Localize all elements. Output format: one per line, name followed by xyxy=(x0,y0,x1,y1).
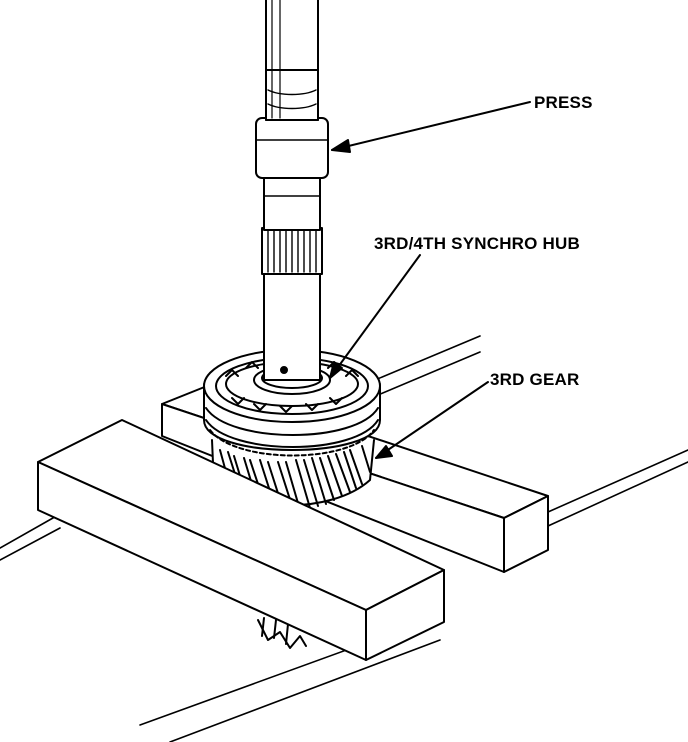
press-label: PRESS xyxy=(534,93,593,112)
gear-underside xyxy=(257,617,307,649)
mainshaft xyxy=(261,175,323,381)
third-gear-label: 3RD GEAR xyxy=(490,370,580,389)
leader-lines xyxy=(329,101,531,459)
press-bed-rails xyxy=(0,335,688,742)
press-ram xyxy=(255,0,329,179)
front-support-block xyxy=(37,419,445,661)
synchro-hub-label: 3RD/4TH SYNCHRO HUB xyxy=(374,234,580,253)
